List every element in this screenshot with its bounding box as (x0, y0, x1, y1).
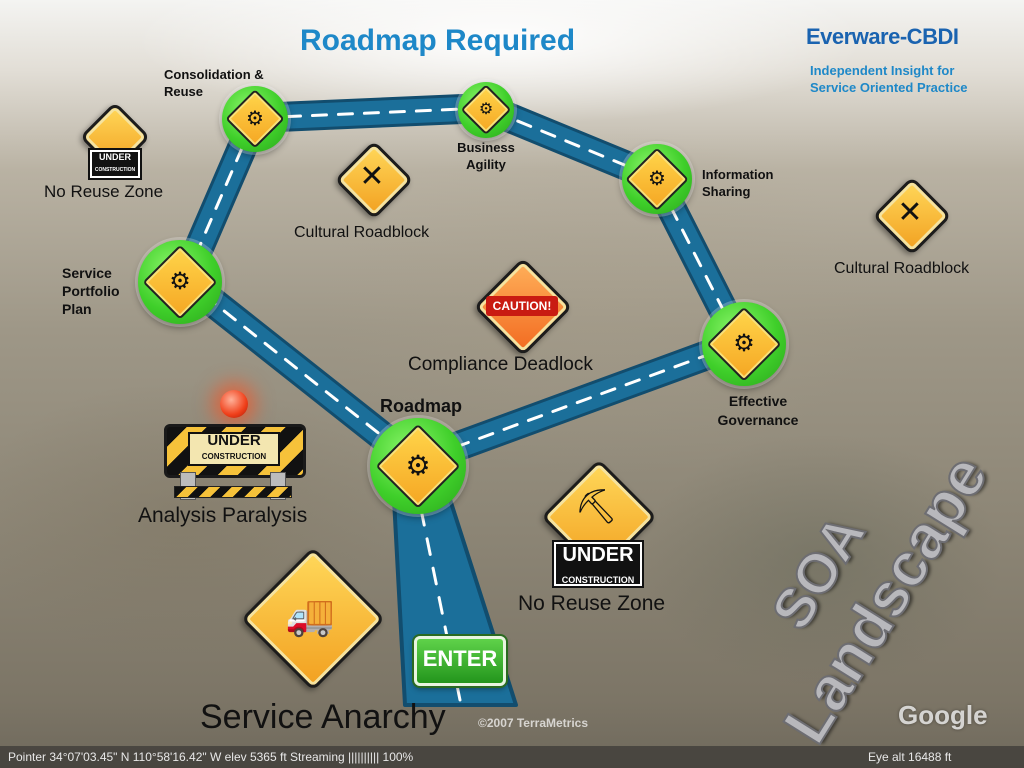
label-information-sharing: Information Sharing (702, 167, 774, 199)
plate-under: UNDER (207, 432, 261, 449)
shovel-glyph: ✕ (359, 160, 385, 193)
label-effective-governance: Effective Governance (717, 393, 799, 428)
label-compliance: Compliance Deadlock (408, 354, 593, 375)
label-no-reuse-top: No Reuse Zone (44, 182, 164, 201)
label-cultural-right: Cultural Roadblock (834, 260, 970, 277)
truck-glyph: 🚚 (285, 594, 335, 638)
everware-cbdi-logo: Everware-CBDI (806, 14, 966, 60)
map-credit: ©2007 TerraMetrics (478, 716, 589, 730)
plate-under: UNDER (562, 544, 634, 566)
label-service-anarchy: Service Anarchy (200, 698, 446, 736)
google-brand: Google (898, 700, 988, 730)
gears-icon: ⚙ (246, 108, 264, 130)
gears-icon: ⚙ (733, 330, 755, 357)
plate-construction: CONSTRUCTION (561, 575, 635, 585)
node-service-portfolio: ⚙ (138, 240, 222, 324)
label-no-reuse-bottom: No Reuse Zone (518, 592, 666, 615)
node-information-sharing: ⚙ (622, 144, 692, 214)
page-title: Roadmap Required (300, 24, 576, 57)
caution-plate: CAUTION! (486, 296, 558, 316)
node-roadmap: ⚙ (370, 418, 466, 514)
label-consolidation: Consolidation & Reuse (164, 67, 264, 99)
gears-icon: ⚙ (169, 268, 191, 295)
worker-glyph: ⛏ (574, 488, 618, 526)
plate-construction: CONSTRUCTION (201, 452, 267, 461)
node-effective-governance: ⚙ (702, 302, 786, 386)
under-construction-plate: UNDER CONSTRUCTION (554, 542, 642, 586)
label-analysis: Analysis Paralysis (138, 504, 308, 527)
gears-icon: ⚙ (648, 168, 666, 190)
shovel-glyph: ✕ (897, 196, 923, 229)
enter-button[interactable]: ENTER (414, 636, 506, 686)
node-consolidation: ⚙ (222, 86, 288, 152)
warning-light-icon (220, 390, 248, 418)
node-business-agility: ⚙ (458, 82, 514, 138)
status-eye-alt: Eye alt 16488 ft (868, 750, 952, 764)
logo-tagline: Independent Insight for Service Oriented… (810, 63, 968, 95)
label-business-agility: Business Agility (457, 140, 515, 172)
label-service-portfolio: Service Portfolio Plan (62, 265, 120, 317)
under-construction-plate: UNDER CONSTRUCTION (90, 150, 140, 178)
gears-icon: ⚙ (405, 450, 431, 481)
map-statusbar: Pointer 34°07'03.45" N 110°58'16.42" W e… (0, 746, 1024, 768)
gears-icon: ⚙ (478, 101, 494, 118)
barricade-plate: UNDER CONSTRUCTION (188, 432, 280, 466)
barricade-foot (174, 486, 292, 498)
label-roadmap: Roadmap (380, 396, 463, 416)
plate-under: UNDER (98, 152, 131, 162)
status-pointer: Pointer 34°07'03.45" N 110°58'16.42" W e… (8, 750, 414, 764)
plate-construction: CONSTRUCTION (94, 167, 136, 173)
logo-wordmark: Everware-CBDI (806, 24, 959, 49)
label-cultural-center: Cultural Roadblock (294, 224, 430, 241)
